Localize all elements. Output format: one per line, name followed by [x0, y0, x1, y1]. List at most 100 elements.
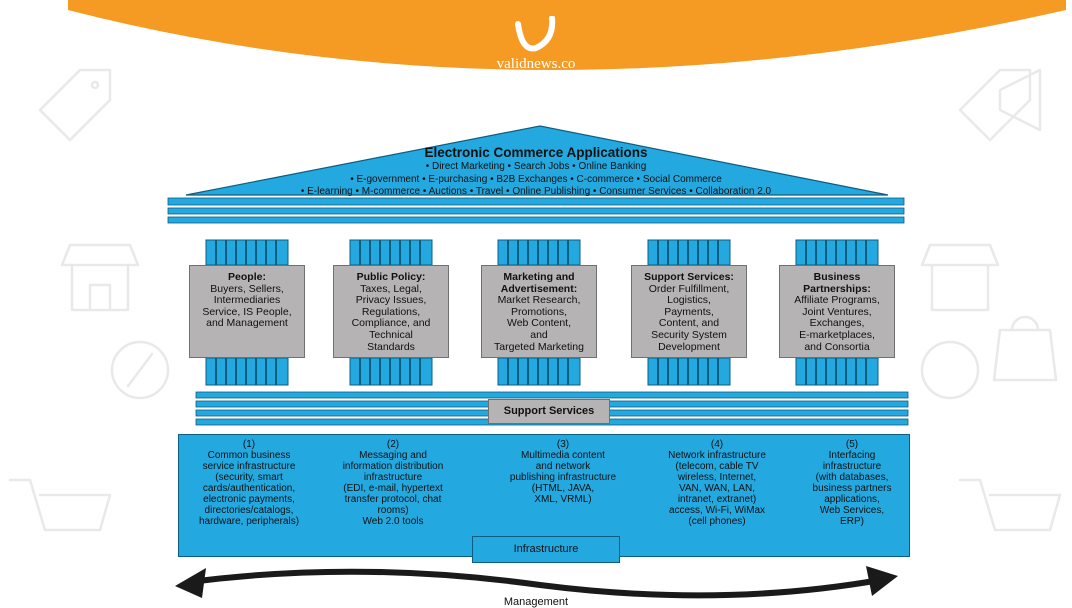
pillar-line: Payments,	[664, 305, 714, 318]
infra-line: XML, VRML)	[534, 494, 592, 505]
pillar-title: Public Policy:	[356, 271, 426, 283]
pillar-line: Joint Ventures,	[802, 305, 872, 318]
infra-number: (1)	[242, 439, 256, 450]
pillar-public-policy: Public Policy: Taxes, Legal, Privacy Iss…	[333, 265, 449, 358]
pillar-business-partnerships: Business Partnerships: Affiliate Program…	[779, 265, 895, 358]
pillar-line: Logistics,	[667, 294, 711, 307]
infrastructure-label: Infrastructure	[472, 536, 620, 563]
infra-line: (EDI, e-mail, hypertext	[343, 483, 443, 494]
infra-line: Messaging and	[359, 450, 427, 461]
pillar-line: Web Content,	[506, 317, 571, 330]
roof-base-bar	[167, 207, 905, 215]
pillar-line: Security System	[651, 328, 727, 341]
discount-icon	[110, 340, 170, 400]
infra-line: access, Wi-Fi, WiMax	[668, 505, 766, 516]
infra-line: transfer protocol, chat	[344, 494, 442, 505]
infra-number: (2)	[386, 439, 400, 450]
bag-icon	[992, 315, 1058, 382]
discount-icon	[920, 340, 980, 400]
pillar-line: Intermediaries	[213, 294, 281, 307]
infra-line: (security, smart	[215, 472, 283, 483]
price-tag-icon	[38, 68, 112, 142]
infra-line: business partners	[812, 483, 892, 494]
pillar-marketing: Marketing and Advertisement: Market Rese…	[481, 265, 597, 358]
pillar-line: Service, IS People,	[202, 305, 292, 318]
pillar-title: Support Services:	[644, 271, 734, 283]
infra-line: Web 2.0 tools	[362, 516, 424, 527]
infrastructure-column: (2) Messaging and information distributi…	[320, 439, 466, 527]
pillar-line: Development	[658, 340, 720, 353]
management-arrow	[189, 568, 881, 599]
infra-line: Network infrastructure	[668, 450, 766, 461]
pillar-line: Order Fulfillment,	[648, 282, 730, 295]
infra-line: Interfacing	[828, 450, 876, 461]
infrastructure-column: (4) Network infrastructure (telecom, cab…	[644, 439, 790, 527]
pillar-line: Exchanges,	[809, 317, 865, 330]
infra-line: Web Services,	[819, 505, 885, 516]
infrastructure-column: (5) Interfacing infrastructure (with dat…	[794, 439, 910, 527]
pillar-line: and Management	[206, 317, 288, 330]
infra-line: (cell phones)	[688, 516, 746, 527]
pillar-line: Compliance, and	[351, 317, 431, 330]
pillar-line: Buyers, Sellers,	[210, 282, 284, 295]
megaphone-icon	[998, 68, 1042, 132]
infra-line: ERP)	[840, 516, 864, 527]
infra-line: publishing infrastructure	[509, 472, 617, 483]
pillar-line: and	[530, 328, 548, 341]
header-banner	[68, 0, 1066, 70]
infra-line: information distribution	[342, 461, 444, 472]
foundation-bar	[195, 391, 909, 399]
infra-line: infrastructure	[822, 461, 882, 472]
infra-line: VAN, WAN, LAN,	[678, 483, 756, 494]
pillar-line: Regulations,	[361, 305, 421, 318]
infra-line: cards/authentication,	[202, 483, 296, 494]
pillar-line: and Consortia	[804, 340, 870, 353]
roof-base-bar	[167, 216, 905, 224]
pillar-line: Targeted Marketing	[494, 340, 584, 353]
support-services-box: Support Services	[488, 399, 610, 424]
pillar-line: Market Research,	[497, 294, 581, 307]
arrow-head-right	[866, 566, 898, 596]
infra-line: electronic payments,	[203, 494, 295, 505]
pillar-title: Marketing and Advertisement:	[500, 271, 578, 295]
infra-line: (HTML, JAVA,	[531, 483, 595, 494]
infra-line: Multimedia content	[521, 450, 605, 461]
pillar-title: Business Partnerships:	[803, 271, 871, 295]
infra-line: infrastructure	[363, 472, 423, 483]
pillar-line: E-marketplaces,	[799, 328, 875, 341]
price-tag-icon	[958, 68, 1032, 142]
infrastructure-column: (1) Common business service infrastructu…	[180, 439, 318, 527]
roof-line: • E-government • E-purchasing • B2B Exch…	[350, 174, 722, 185]
infra-line: directories/catalogs,	[204, 505, 294, 516]
infra-line: Common business	[207, 450, 291, 461]
pillar-line: Affiliate Programs,	[794, 294, 880, 307]
pillar-line: Standards	[367, 340, 415, 353]
infra-line: wireless, Internet,	[677, 472, 757, 483]
pillar-line: Content, and	[658, 317, 720, 330]
infra-line: (with databases,	[815, 472, 889, 483]
infra-line: rooms)	[377, 505, 409, 516]
roof-base-bar	[167, 197, 905, 206]
v-logo-icon	[515, 16, 556, 52]
roof-title: Electronic Commerce Applications	[424, 145, 648, 160]
pillar-line: Privacy Issues,	[355, 294, 427, 307]
infra-line: hardware, peripherals)	[198, 516, 300, 527]
management-label: Management	[503, 596, 569, 608]
pillar-support-services: Support Services: Order Fulfillment, Log…	[631, 265, 747, 358]
cart-icon	[958, 478, 1062, 532]
infra-number: (5)	[845, 439, 859, 450]
infra-number: (3)	[556, 439, 570, 450]
roof-line: • E-learning • M-commerce • Auctions • T…	[300, 186, 772, 197]
infra-line: intranet, extranet)	[677, 494, 757, 505]
roof	[185, 125, 889, 196]
infra-line: and network	[535, 461, 591, 472]
infrastructure-column: (3) Multimedia content and network publi…	[490, 439, 636, 505]
infra-line: applications,	[824, 494, 880, 505]
shop-icon	[60, 243, 140, 312]
pillar-line: Promotions,	[510, 305, 568, 318]
infra-line: (telecom, cable TV	[675, 461, 759, 472]
pillar-line: Taxes, Legal,	[360, 282, 422, 295]
site-name: validnews.co	[496, 56, 576, 72]
pillar-line: Technical	[369, 328, 413, 341]
